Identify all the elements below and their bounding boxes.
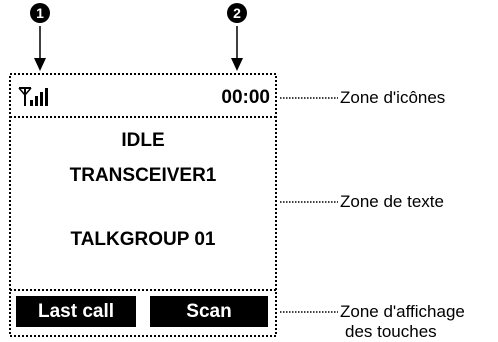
text-zone-label: Zone de texte bbox=[340, 192, 444, 211]
display-frame bbox=[9, 73, 277, 337]
softkey-zone-label-line2: des touches bbox=[345, 322, 437, 341]
status-text: IDLE bbox=[121, 130, 165, 151]
softkey-zone-label-line1: Zone d'affichage bbox=[340, 302, 465, 321]
talkgroup-name: TALKGROUP 01 bbox=[70, 229, 216, 250]
icon-zone-label: Zone d'icônes bbox=[340, 88, 446, 107]
callout-1-badge: 1 bbox=[30, 3, 50, 23]
clock-readout: 00:00 bbox=[221, 87, 270, 108]
scan-softkey[interactable]: Scan bbox=[150, 296, 268, 327]
signal-strength-icon bbox=[18, 87, 48, 106]
transceiver-name: TRANSCEIVER1 bbox=[69, 165, 217, 186]
last-call-softkey[interactable]: Last call bbox=[16, 296, 136, 327]
callout-1-arrowhead bbox=[34, 58, 46, 71]
callout-2-arrowhead bbox=[231, 58, 243, 71]
callout-2-badge: 2 bbox=[227, 3, 247, 23]
